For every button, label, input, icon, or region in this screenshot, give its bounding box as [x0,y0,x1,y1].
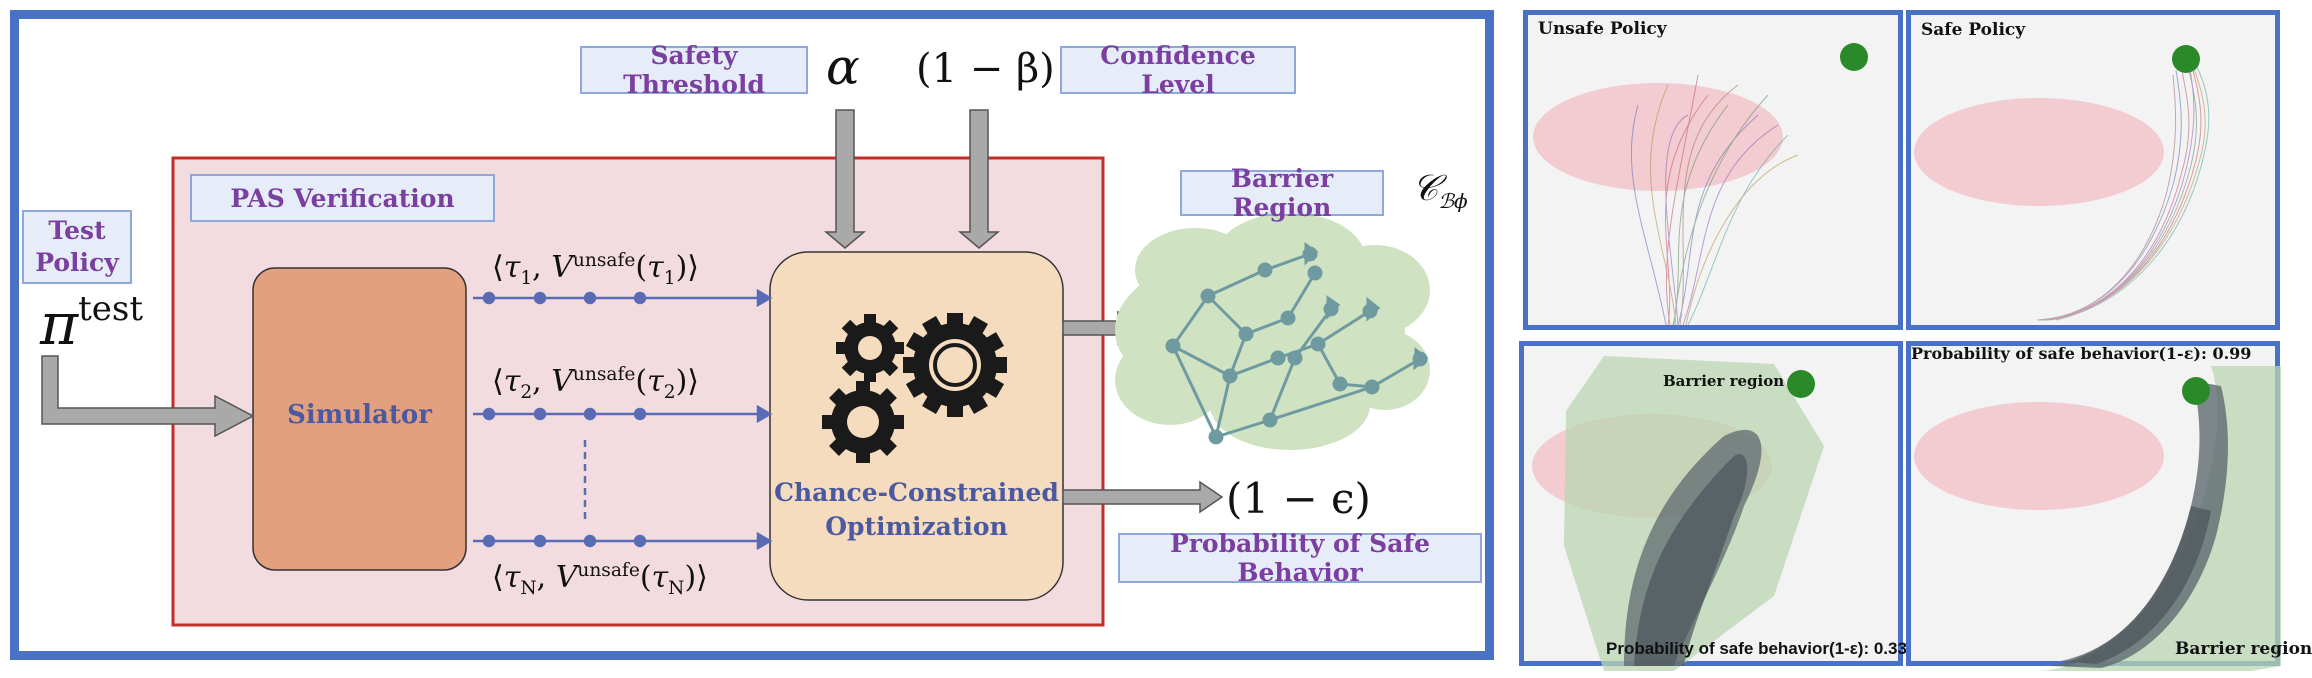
safe-policy-panel: Safe Policy [1906,10,2280,330]
barrier-region-text-a: Barrier region [1663,372,1785,390]
unsafe-policy-plot [1533,43,1868,326]
trajectory-label-n: ⟨τN, Vunsafe(τN)⟩ [492,560,708,599]
trajectory-arrows [473,288,773,551]
barrier-graph [1165,242,1429,445]
safe-policy-title: Safe Policy [1921,20,2026,40]
beta-arrow [957,109,1001,249]
safe-probability-unsafe: Probability of safe behavior(1-ε): 0.33 [1606,639,1907,658]
gears-icon [822,313,1007,463]
diagram-graphics [41,109,1430,627]
safe-barrier-plot [1914,366,2281,671]
barrier-symbol: 𝒞ℬϕ [1412,168,1468,214]
safe-policy-plot [1914,45,2210,321]
optimizer-block [769,251,1064,601]
pas-verification-label: PAS Verification [190,174,495,222]
pi-test-symbol: πtest [40,289,144,358]
simulator-label: Simulator [287,400,432,430]
beta-symbol: (1 − β) [916,46,1055,92]
epsilon-symbol: (1 − ϵ) [1226,474,1371,523]
trajectory-label-1: ⟨τ1, Vunsafe(τ1)⟩ [492,250,699,289]
input-arrow [41,355,255,438]
diagram-frame [10,10,1494,660]
safe-probability-label: Probability of Safe Behavior [1118,529,1482,587]
confidence-level-label: Confidence Level [1060,41,1296,99]
barrier-region-label: Barrier Region [1180,164,1384,222]
epsilon-arrow [1062,480,1224,514]
safe-barrier-panel: Probability of safe behavior(1-ε): 0.99 … [1906,341,2312,671]
optimizer-label: Chance-Constrained Optimization [774,478,1059,541]
simulator-block [252,267,467,571]
safety-threshold-label: Safety Threshold [580,41,808,99]
barrier-region-text-b: Barrier region [2175,639,2312,659]
safe-probability-safe: Probability of safe behavior(1-ε): 0.99 [1911,344,2252,363]
trajectory-label-2: ⟨τ2, Vunsafe(τ2)⟩ [492,364,699,403]
unsafe-policy-title: Unsafe Policy [1538,19,1667,39]
unsafe-barrier-plot [1532,356,1824,671]
alpha-symbol: α [826,38,860,96]
alpha-arrow [823,109,867,249]
unsafe-policy-panel: Unsafe Policy [1523,10,1903,330]
test-policy-label: Test Policy [22,210,132,284]
unsafe-barrier-panel: Barrier region Probability of safe behav… [1519,341,1907,671]
